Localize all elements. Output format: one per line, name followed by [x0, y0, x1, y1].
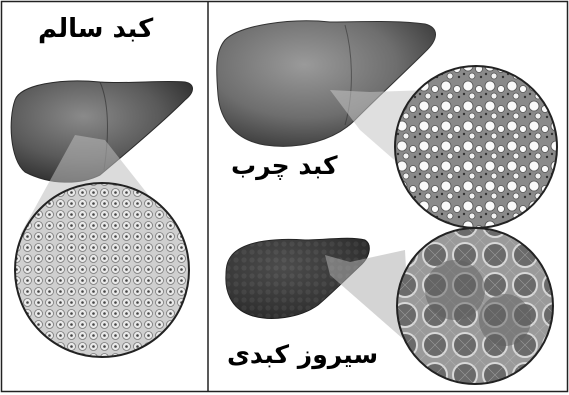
cirrhosis-label: سیروز کبدی: [227, 340, 378, 369]
fatty-tissue-circle: [395, 66, 557, 228]
healthy-liver-label: کبد سالم: [38, 14, 153, 44]
healthy-panel: [11, 81, 192, 357]
fatty-panel: [217, 21, 557, 228]
healthy-tissue-circle: [15, 183, 189, 357]
fatty-liver-label: کبد چرب: [231, 151, 338, 180]
